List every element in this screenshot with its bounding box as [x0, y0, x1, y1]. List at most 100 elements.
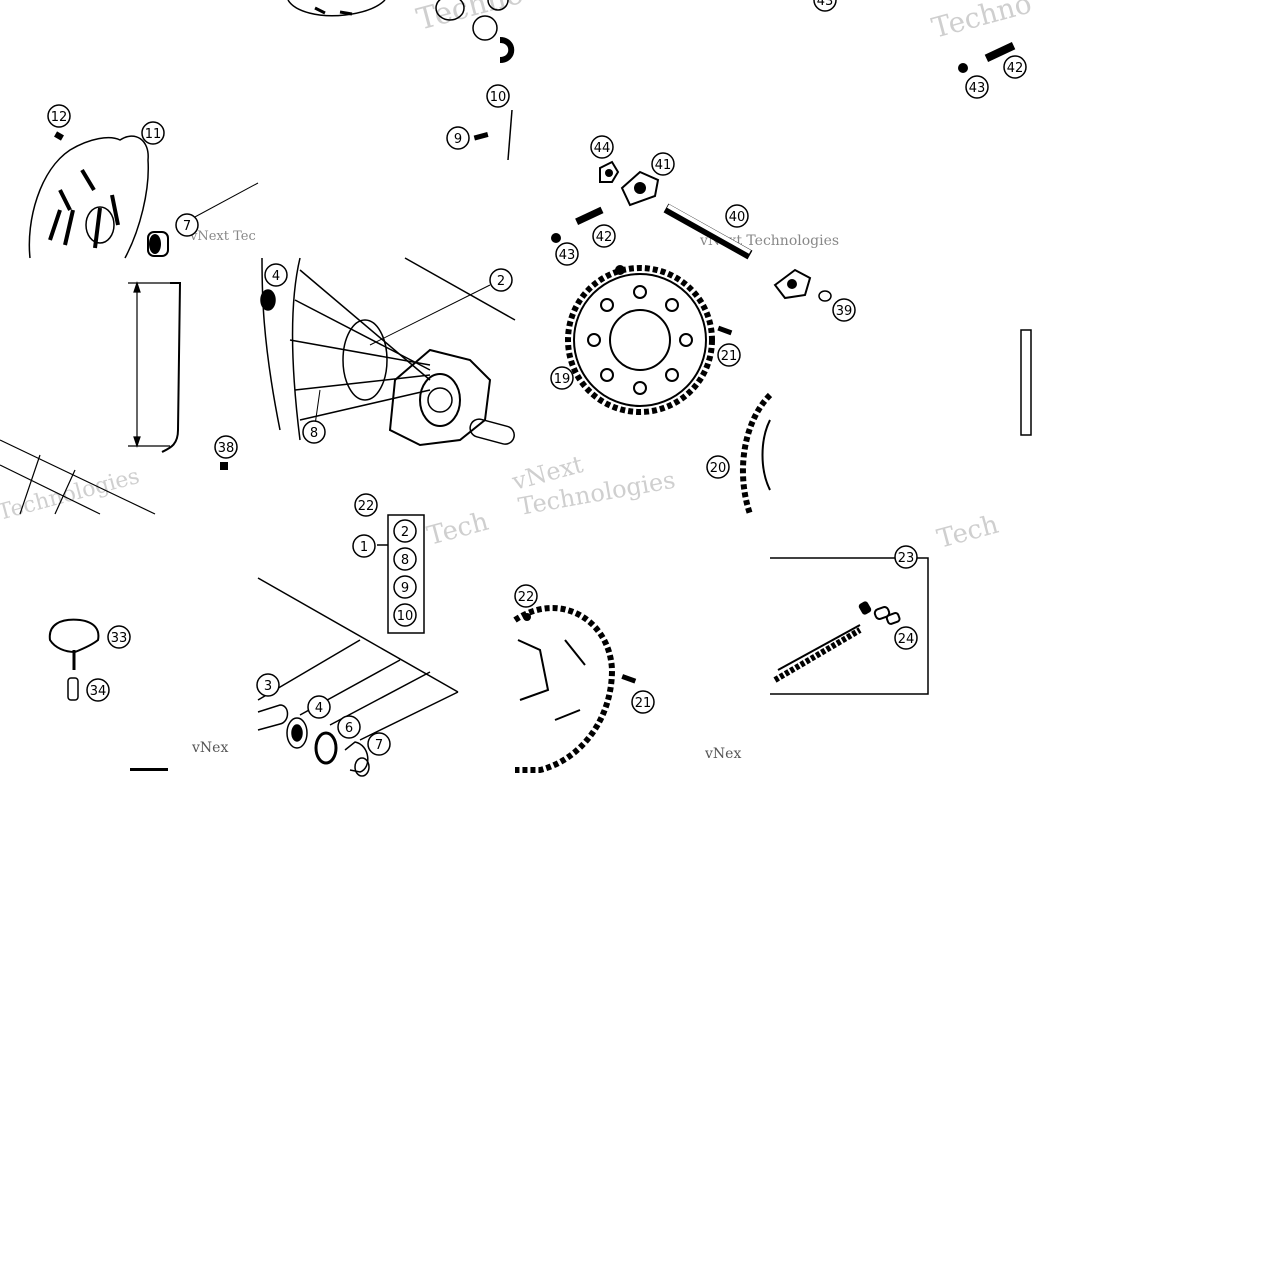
callout-number: 3: [264, 679, 272, 694]
watermark-text: vNext Tec: [189, 229, 256, 244]
kit-bracket: [377, 514, 425, 634]
callout-c23: 23: [894, 545, 918, 569]
disc-bolt: [54, 131, 64, 141]
adjuster-bolt-part: [551, 206, 604, 243]
callout-circle: [264, 263, 288, 287]
callout-circle: [302, 420, 326, 444]
callout-number: 9: [401, 581, 409, 596]
callout-circle: [47, 104, 71, 128]
callout-circle: [651, 152, 675, 176]
watermark-text: Tech: [934, 510, 1002, 555]
callout-number: 43: [969, 81, 986, 96]
callout-c10b: 10: [393, 603, 417, 627]
callout-circle: [367, 732, 391, 756]
callout-number: 33: [111, 631, 128, 646]
callout-number: 7: [183, 219, 191, 234]
callout-number: 20: [710, 461, 727, 476]
callout-circle: [555, 242, 579, 266]
chain-adjuster-right: [773, 268, 832, 302]
callout-c21a: 21: [717, 343, 741, 367]
callout-c2a: 2: [489, 268, 513, 292]
callout-number: 1: [360, 540, 368, 555]
callout-circle: [965, 75, 989, 99]
callout-number: 6: [345, 721, 353, 736]
callout-c9b: 9: [393, 575, 417, 599]
callout-circle: [107, 625, 131, 649]
callout-c22b: 22: [514, 584, 538, 608]
callout-c44: 44: [590, 135, 614, 159]
callout-number: 4: [315, 701, 323, 716]
callout-number: 22: [358, 499, 375, 514]
callout-c11: 11: [141, 121, 165, 145]
hub-bearings: [257, 577, 459, 777]
callout-c19: 19: [550, 366, 574, 390]
callout-c9a: 9: [446, 126, 470, 150]
callout-c24: 24: [894, 626, 918, 650]
callout-circle: [514, 584, 538, 608]
callout-number: 12: [51, 110, 68, 125]
chain-adjuster-bolt: [958, 42, 1016, 73]
callout-number: 9: [454, 132, 462, 147]
callout-c43c: 43: [555, 242, 579, 266]
screw-part: [473, 131, 489, 141]
watermarks: Techno Techno vNext Tec vNext Technologi…: [0, 0, 1035, 762]
callout-c1: 1: [352, 534, 376, 558]
watermark-text: Technologies: [0, 464, 142, 526]
sprocket-bolt: [717, 325, 733, 336]
callout-c8a: 8: [302, 420, 326, 444]
callout-number: 11: [145, 127, 162, 142]
axle-part: [663, 203, 753, 260]
callout-c4b: 4: [307, 695, 331, 719]
callout-circle: [590, 135, 614, 159]
sprocket-nut-lower: [523, 613, 531, 621]
callout-number: 43: [817, 0, 834, 9]
callout-number: 2: [401, 525, 409, 540]
callout-circle: [1003, 55, 1027, 79]
callout-number: 39: [836, 304, 853, 319]
callout-number: 4: [272, 269, 280, 284]
callout-circle: [592, 224, 616, 248]
callout-circle: [894, 545, 918, 569]
axle-nut: [599, 160, 620, 183]
callout-c10a: 10: [486, 84, 510, 108]
callout-c22a: 22: [354, 493, 378, 517]
callout-number: 40: [729, 210, 746, 225]
wheel-hub: [260, 257, 516, 447]
callout-circle: [393, 519, 417, 543]
callout-circle: [631, 690, 655, 714]
sprocket-nut: [615, 265, 625, 275]
callout-number: 8: [310, 426, 318, 441]
watermark-text: vNex: [704, 746, 741, 762]
callout-c43a: 43: [813, 0, 837, 12]
spoke-nipple: [220, 462, 228, 470]
rim-lock: [48, 618, 100, 701]
callout-circle: [141, 121, 165, 145]
callout-c7a: 7: [175, 213, 199, 237]
callout-number: 2: [497, 274, 505, 289]
callout-c39: 39: [832, 298, 856, 322]
callout-number: 22: [518, 590, 535, 605]
callout-number: 21: [721, 349, 738, 364]
callout-number: 23: [898, 551, 915, 566]
callout-c33: 33: [107, 625, 131, 649]
callout-c2b: 2: [393, 519, 417, 543]
callout-number: 7: [375, 738, 383, 753]
callout-circle: [393, 547, 417, 571]
hub-fragment-top: [287, 0, 515, 161]
callout-number: 43: [559, 248, 576, 263]
callout-circle: [725, 204, 749, 228]
watermark-text: Techno: [413, 0, 527, 38]
callout-number: 10: [397, 609, 414, 624]
watermark-text: Tech: [424, 507, 492, 552]
callout-c40: 40: [725, 204, 749, 228]
callout-c4a: 4: [264, 263, 288, 287]
callout-circle: [489, 268, 513, 292]
watermark-text: Techno: [928, 0, 1035, 45]
callout-c41: 41: [651, 152, 675, 176]
callout-circle: [550, 366, 574, 390]
callout-circle: [214, 435, 238, 459]
callout-c38: 38: [214, 435, 238, 459]
chain-adjuster: [620, 170, 660, 207]
